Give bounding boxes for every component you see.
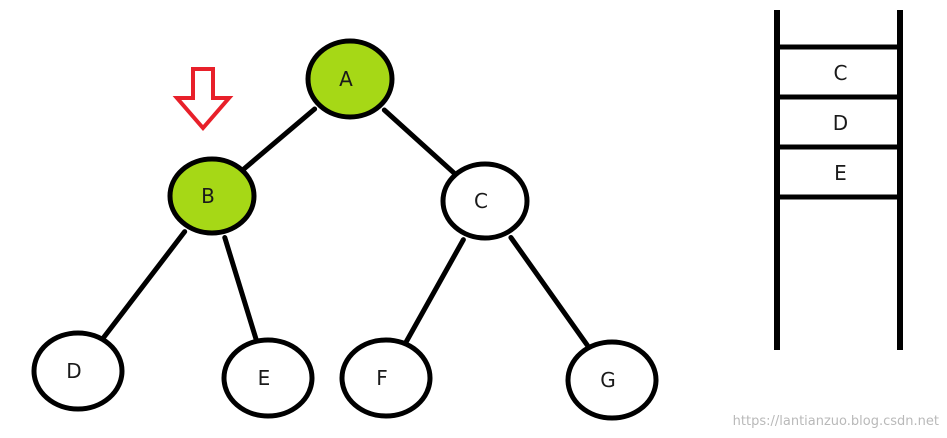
edge-c-f <box>403 237 466 345</box>
edge-a-b <box>241 106 318 172</box>
node-circle-d <box>31 330 125 412</box>
tree-edges <box>101 106 591 349</box>
tree-node-b: B <box>167 156 257 236</box>
node-label-a: A <box>339 67 353 91</box>
node-circle-f <box>339 337 433 419</box>
stack-slots: C D E <box>777 44 900 200</box>
stack: C D E <box>774 10 903 350</box>
stack-item-d: D <box>833 111 848 135</box>
stack-item-c: C <box>834 61 848 85</box>
edge-c-g <box>508 234 591 349</box>
node-label-d: D <box>66 359 81 383</box>
tree-nodes: A B C D E F G <box>31 38 659 421</box>
node-label-e: E <box>258 366 271 390</box>
node-label-b: B <box>201 184 215 208</box>
current-node-down-arrow-icon <box>172 67 234 132</box>
node-circle-e <box>221 337 315 419</box>
edge-b-d <box>101 229 188 340</box>
node-circle-a <box>305 38 395 120</box>
tree-node-c: C <box>440 161 530 241</box>
tree-node-f: F <box>339 337 433 419</box>
node-label-g: G <box>600 368 616 392</box>
node-label-f: F <box>376 366 388 390</box>
watermark: https://lantianzuo.blog.csdn.net <box>732 414 939 429</box>
tree-node-g: G <box>565 339 659 421</box>
stack-item-e: E <box>834 161 847 185</box>
node-circle-b <box>167 156 257 236</box>
tree-node-e: E <box>221 337 315 419</box>
edge-a-c <box>381 107 457 176</box>
node-label-c: C <box>474 189 488 213</box>
tree-node-a: A <box>305 38 395 120</box>
edge-b-e <box>222 235 259 342</box>
node-circle-c <box>440 161 530 241</box>
tree-node-d: D <box>31 330 125 412</box>
node-circle-g <box>565 339 659 421</box>
